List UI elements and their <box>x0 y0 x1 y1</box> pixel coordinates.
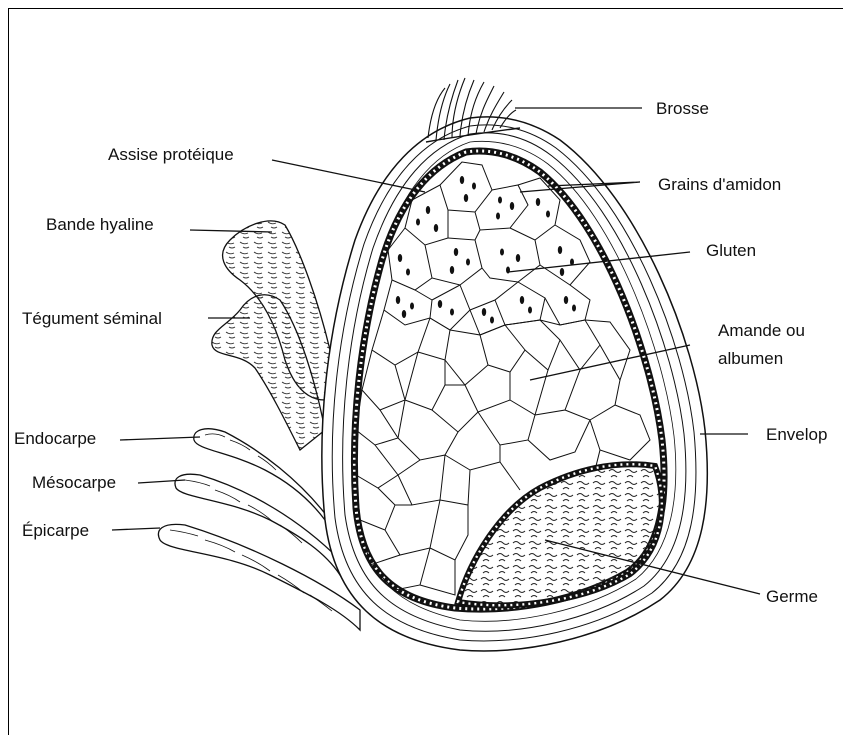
label-albumen: albumen <box>718 349 783 368</box>
label-grains-amidon: Grains d'amidon <box>658 175 781 194</box>
label-gluten: Gluten <box>706 241 756 260</box>
label-endocarpe: Endocarpe <box>14 429 96 448</box>
label-amande: Amande ou <box>718 321 805 340</box>
leader-endocarpe <box>120 437 200 440</box>
label-germe: Germe <box>766 587 818 606</box>
label-mesocarpe: Mésocarpe <box>32 473 116 492</box>
label-tegument-seminal: Tégument séminal <box>22 309 162 328</box>
label-epicarpe: Épicarpe <box>22 521 89 540</box>
leader-epicarpe <box>112 528 160 530</box>
label-brosse: Brosse <box>656 99 709 118</box>
label-bande-hyaline: Bande hyaline <box>46 215 154 234</box>
label-assise-proteique: Assise protéique <box>108 145 234 164</box>
label-enveloppe: Envelop <box>766 425 827 444</box>
